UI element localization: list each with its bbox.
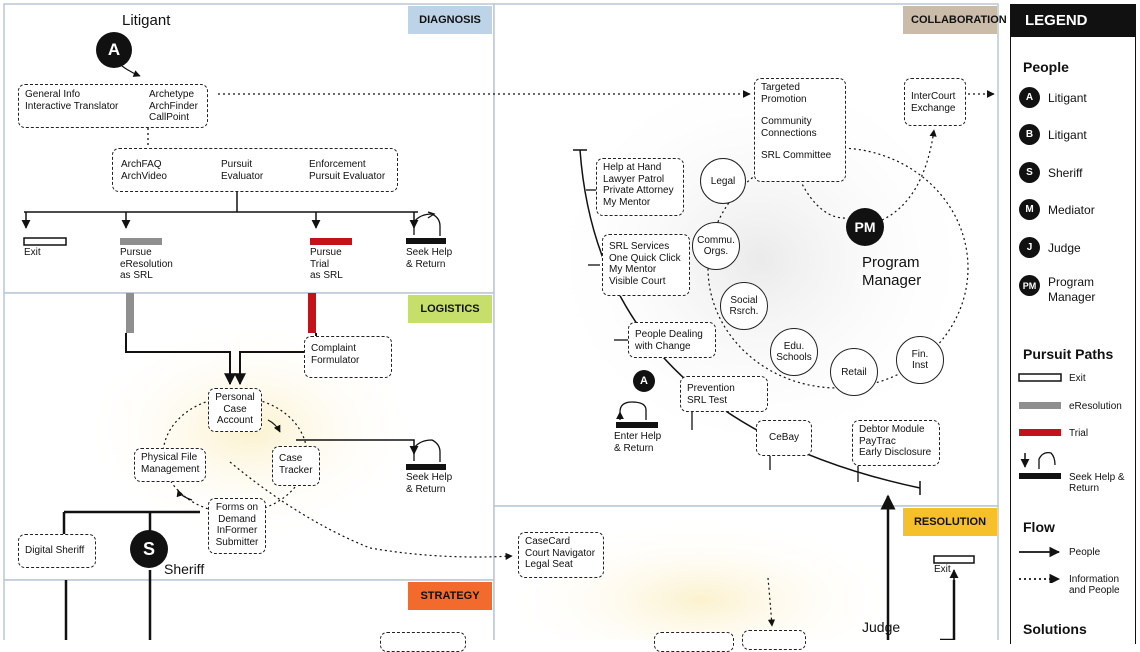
prevention-node[interactable]: Prevention SRL Test (680, 376, 768, 412)
pursuit-evaluator-node[interactable]: ArchFAQ ArchVideo Pursuit Evaluator Enfo… (112, 148, 398, 192)
strategy-tag: STRATEGY (408, 582, 492, 610)
debtor-module-node[interactable]: Debtor Module PayTrac Early Disclosure (852, 420, 940, 466)
enforcement-evaluator-label: Pursuit Evaluator (309, 170, 386, 182)
eresolution-path-label: Pursue eResolution as SRL (120, 247, 173, 281)
program-manager-title: Program Manager (862, 254, 922, 289)
legend-path-seek-help: Seek Help & Return (1069, 472, 1125, 494)
physical-file-node[interactable]: Physical File Management (134, 448, 206, 482)
resolution-tag: RESOLUTION (903, 508, 997, 536)
seek-help-label: Seek Help & Return (406, 247, 453, 270)
trial-path-label: Pursue Trial as SRL (310, 247, 343, 281)
targeted-promotion-node[interactable]: Targeted Promotion Community Connections… (754, 78, 846, 182)
legend-label-b: Litigant (1048, 127, 1087, 142)
resolution-partial-node-2[interactable] (742, 630, 806, 650)
cebay-node[interactable]: CeBay (756, 420, 812, 456)
legend-person-m: M Mediator (1019, 199, 1095, 220)
legend-flow-people: People (1069, 547, 1101, 558)
exit-label: Exit (24, 247, 41, 258)
legend-panel: LEGEND People A Litigant B Litigant S Sh… (1010, 4, 1136, 644)
logistics-tag: LOGISTICS (408, 295, 492, 323)
legend-label-s: Sheriff (1048, 165, 1083, 180)
legend-paths-heading: Pursuit Paths (1023, 346, 1114, 362)
legend-person-s: S Sheriff (1019, 162, 1082, 183)
casecard-node[interactable]: CaseCard Court Navigator Legal Seat (518, 532, 604, 578)
people-dealing-node[interactable]: People Dealing with Change (628, 322, 716, 358)
forms-on-demand-node[interactable]: Forms on Demand InFormer Submitter (208, 498, 266, 554)
enter-help-label: Enter Help & Return (614, 431, 662, 454)
retail-circle[interactable]: Retail (830, 348, 878, 396)
legend-person-b: B Litigant (1019, 124, 1087, 145)
case-tracker-node[interactable]: Case Tracker (272, 446, 320, 486)
diagnosis-tag: DIAGNOSIS (408, 6, 492, 34)
help-at-hand-node[interactable]: Help at Hand Lawyer Patrol Private Attor… (596, 158, 684, 216)
sheriff-title: Sheriff (164, 561, 205, 577)
legend-label-pm: Program Manager (1048, 275, 1096, 304)
archfinder-label: ArchFinder (149, 100, 198, 112)
legend-path-exit: Exit (1069, 373, 1086, 384)
digital-sheriff-node[interactable]: Digital Sheriff (18, 534, 96, 568)
legend-people-heading: People (1023, 59, 1069, 75)
general-info-node[interactable]: General Info Interactive Translator Arch… (18, 84, 208, 128)
judge-title: Judge (862, 619, 901, 635)
legend-path-trial: Trial (1069, 428, 1089, 439)
legend-person-j: J Judge (1019, 237, 1081, 258)
legend-label-a: Litigant (1048, 90, 1087, 105)
strategy-partial-node[interactable] (380, 632, 466, 652)
legend-flow-info: Information and People (1069, 574, 1120, 596)
program-manager-badge: PM (846, 208, 884, 246)
general-info-label: General Info (25, 89, 81, 100)
personal-case-account-node[interactable]: Personal Case Account (208, 388, 262, 432)
legal-circle[interactable]: Legal (700, 158, 746, 204)
legend-badge-b: B (1019, 124, 1040, 145)
legend-badge-s: S (1019, 162, 1040, 183)
legend-badge-a: A (1019, 87, 1040, 108)
litigant-a-badge: A (96, 32, 132, 68)
legend-badge-pm: PM (1019, 275, 1040, 296)
collaboration-tag: COLLABORATION (903, 6, 1007, 34)
evaluator-label: Evaluator (221, 170, 264, 182)
collaboration-a-badge: A (633, 370, 655, 392)
legend-label-m: Mediator (1048, 202, 1095, 217)
legend-person-a: A Litigant (1019, 87, 1087, 108)
enforcement-label: Enforcement (309, 159, 366, 170)
srl-services-node[interactable]: SRL Services One Quick Click My Mentor V… (602, 234, 690, 296)
intercourt-exchange-node[interactable]: InterCourt Exchange (904, 78, 966, 126)
resolution-partial-node-1[interactable] (654, 632, 734, 652)
legend-flow-heading: Flow (1023, 519, 1055, 535)
resolution-exit-label: Exit (934, 564, 951, 575)
legend-person-pm: PM Program Manager (1019, 275, 1108, 305)
logistics-seek-help-label: Seek Help & Return (406, 472, 453, 495)
legend-solutions-heading: Solutions (1023, 621, 1087, 637)
litigant-title: Litigant (122, 12, 171, 29)
legend-label-j: Judge (1048, 240, 1081, 255)
callpoint-label: CallPoint (149, 112, 190, 123)
sheriff-s-badge: S (130, 530, 168, 568)
legend-path-eresolution: eResolution (1069, 401, 1122, 412)
archfaq-label: ArchFAQ (121, 159, 162, 170)
community-orgs-circle[interactable]: Commu.Orgs. (692, 222, 740, 270)
legend-badge-m: M (1019, 199, 1040, 220)
interactive-translator-label: Interactive Translator (25, 100, 119, 112)
archvideo-label: ArchVideo (121, 170, 167, 182)
complaint-formulator-node[interactable]: Complaint Formulator (304, 336, 392, 378)
legend-title: LEGEND (1011, 5, 1135, 37)
pursuit-label: Pursuit (221, 159, 253, 170)
financial-institutions-circle[interactable]: Fin.Inst (896, 336, 944, 384)
edu-schools-circle[interactable]: Edu.Schools (770, 328, 818, 376)
archetype-label: Archetype (149, 89, 195, 100)
legend-badge-j: J (1019, 237, 1040, 258)
